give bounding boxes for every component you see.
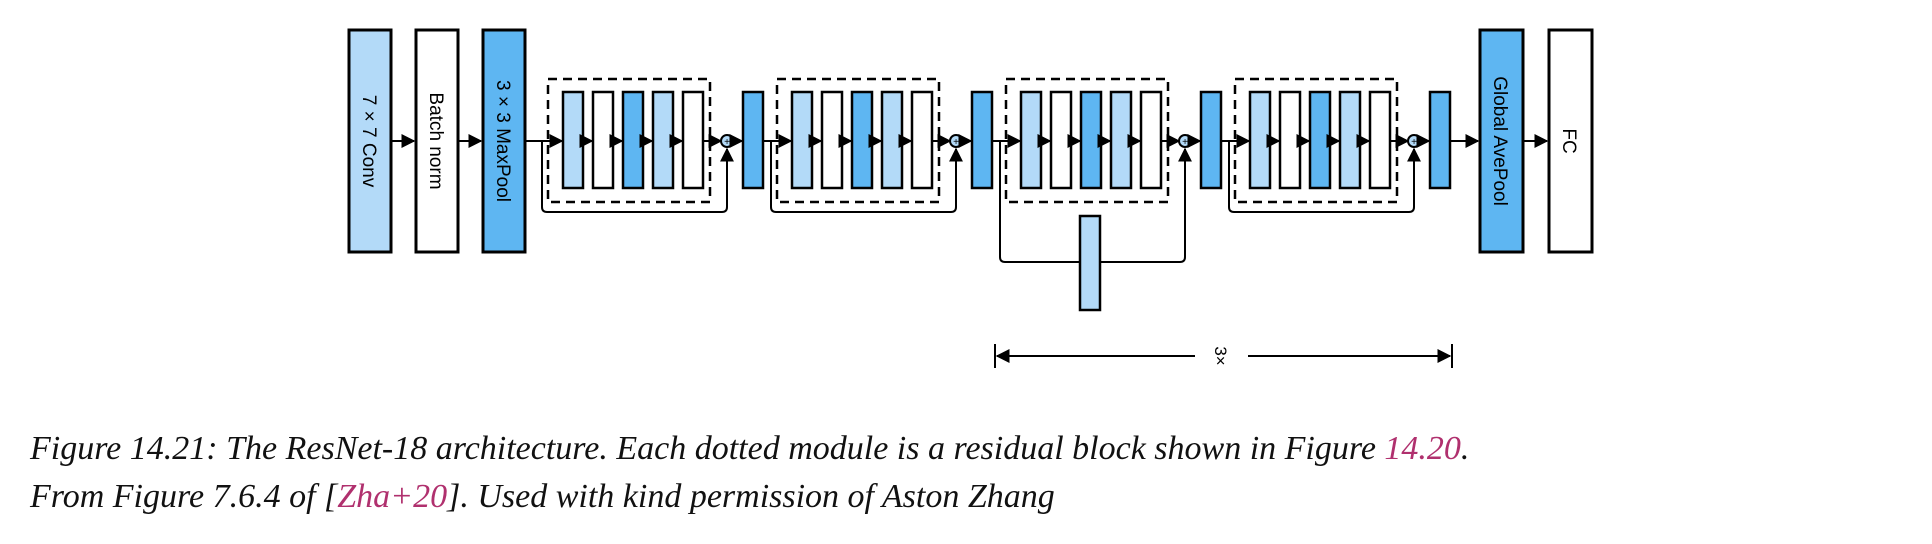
residual-module-box bbox=[1004, 77, 1170, 204]
residual-layer-block bbox=[1278, 90, 1302, 190]
caption-line2-text: From Figure 7.6.4 of [ bbox=[30, 478, 338, 515]
conv7x7-block bbox=[347, 28, 393, 254]
residual-layer-block bbox=[1109, 90, 1133, 190]
skip-connection bbox=[770, 141, 963, 213]
residual-layer-block bbox=[790, 90, 814, 190]
residual-layer-block bbox=[621, 90, 645, 190]
resnet18-diagram: 7 × 7 Conv Batch norm 3 × 3 MaxPool ++++… bbox=[347, 28, 1594, 368]
sum-plus-glyph: + bbox=[1411, 137, 1417, 148]
caption-line2-end: ]. Used with kind permission of Aston Zh… bbox=[447, 478, 1055, 515]
residual-layer-block bbox=[1248, 90, 1272, 190]
maxpool-label: 3 × 3 MaxPool bbox=[492, 80, 513, 202]
skip-connection bbox=[541, 141, 734, 213]
global-avepool-label: Global AvePool bbox=[1489, 76, 1510, 206]
figure-caption: Figure 14.21: The ResNet-18 architecture… bbox=[30, 425, 1920, 521]
conv7x7-label: 7 × 7 Conv bbox=[358, 95, 379, 188]
residual-layer-block bbox=[681, 90, 705, 190]
residual-layer-block bbox=[880, 90, 904, 190]
downsample-block bbox=[1199, 90, 1223, 190]
residual-layer-block bbox=[651, 90, 675, 190]
residual-layer-block bbox=[1139, 90, 1163, 190]
downsample-block bbox=[1428, 90, 1452, 190]
residual-module-box bbox=[1233, 77, 1399, 204]
residual-layer-block bbox=[561, 90, 585, 190]
residual-layer-block bbox=[591, 90, 615, 190]
residual-layer-block bbox=[1338, 90, 1362, 190]
residual-layer-block bbox=[1019, 90, 1043, 190]
batchnorm-label: Batch norm bbox=[425, 92, 446, 189]
projection-block bbox=[1078, 214, 1102, 312]
residual-layer-block bbox=[1049, 90, 1073, 190]
fc-block bbox=[1547, 28, 1594, 254]
residual-module-box bbox=[546, 77, 712, 204]
residual-layer-block bbox=[1079, 90, 1103, 190]
caption-line1-end: . bbox=[1460, 430, 1470, 467]
fc-label: FC bbox=[1558, 128, 1579, 153]
projection-connection bbox=[1100, 147, 1192, 263]
citation-link[interactable]: Zha+20 bbox=[337, 478, 448, 515]
residual-module-box bbox=[775, 77, 941, 204]
figure-reference-link[interactable]: 14.20 bbox=[1384, 430, 1461, 467]
maxpool-block bbox=[481, 28, 527, 254]
residual-stages: + + + + bbox=[525, 77, 1480, 312]
batchnorm-block bbox=[414, 28, 460, 254]
skip-connection bbox=[1228, 141, 1421, 213]
global-avepool-block bbox=[1478, 28, 1525, 254]
sum-plus-glyph: + bbox=[724, 137, 730, 148]
residual-layer-block bbox=[850, 90, 874, 190]
sum-plus-glyph: + bbox=[1182, 137, 1188, 148]
downsample-block bbox=[970, 90, 994, 190]
caption-line1-text: Figure 14.21: The ResNet-18 architecture… bbox=[30, 430, 1385, 467]
residual-layer-block bbox=[820, 90, 844, 190]
downsample-block bbox=[741, 90, 765, 190]
repeat-label: 3× bbox=[1211, 346, 1230, 365]
residual-layer-block bbox=[1308, 90, 1332, 190]
residual-layer-block bbox=[910, 90, 934, 190]
residual-layer-block bbox=[1368, 90, 1392, 190]
sum-plus-glyph: + bbox=[953, 137, 959, 148]
projection-connection bbox=[999, 141, 1080, 263]
